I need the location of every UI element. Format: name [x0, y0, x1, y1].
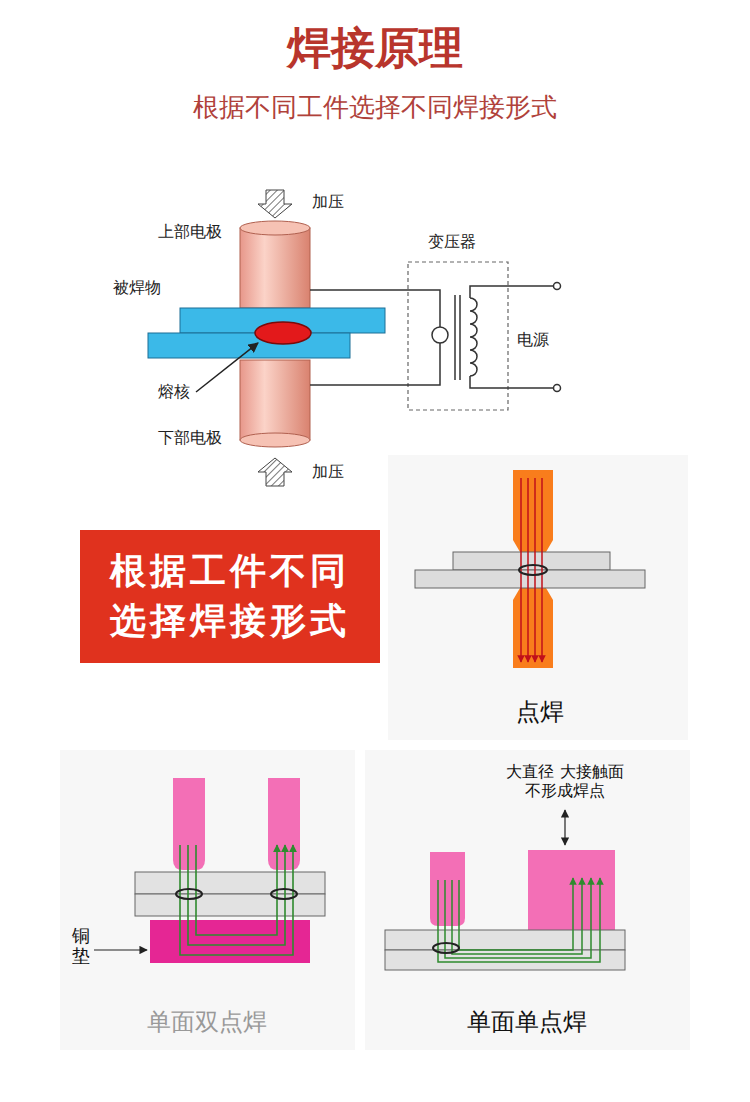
panel — [365, 750, 690, 1050]
current-line — [527, 478, 529, 662]
lower-workpiece — [148, 333, 350, 358]
part-label: 下部电极 — [158, 428, 222, 447]
secondary-wire — [310, 290, 440, 385]
panel-caption: 单面单点焊 — [467, 1008, 587, 1037]
electrode — [173, 778, 205, 870]
weld-nugget — [519, 565, 547, 575]
double-spot-figure — [60, 750, 355, 1050]
panel — [60, 750, 355, 1050]
principle-figure — [148, 190, 561, 486]
current-line — [534, 478, 536, 662]
illustration-part — [180, 845, 293, 955]
part-label: 熔核 — [158, 382, 190, 401]
part-label: 电源 — [517, 330, 549, 349]
electrode-end — [240, 433, 310, 447]
pressure-arrow — [258, 458, 292, 486]
large-electrode — [528, 850, 615, 930]
callout-note: 大直径 大接触面 不形成焊点 — [503, 762, 628, 800]
current-line — [459, 878, 573, 950]
weld-nugget — [255, 322, 311, 344]
electrode — [268, 778, 300, 870]
part-label: 加压 — [312, 192, 344, 211]
weld-nugget — [271, 889, 297, 899]
part-label: 加压 — [312, 462, 344, 481]
part-label: 铜垫 — [72, 926, 90, 966]
lower-electrode — [240, 360, 310, 440]
current-line — [452, 878, 582, 954]
current-line — [196, 845, 277, 935]
wire-loop — [432, 327, 448, 343]
plate — [385, 950, 625, 970]
electrode — [513, 588, 553, 668]
page-title: 焊接原理 — [287, 22, 463, 75]
spot-weld-figure — [388, 455, 688, 740]
weld-nugget — [433, 943, 459, 953]
current-line — [438, 878, 600, 962]
part-label: 被焊物 — [113, 278, 161, 297]
leader-line — [94, 949, 147, 950]
terminal — [554, 385, 561, 392]
panel — [388, 455, 688, 740]
plate — [385, 930, 625, 950]
terminal — [554, 283, 561, 290]
illustration-part — [438, 878, 600, 962]
plate — [453, 552, 610, 570]
illustration-part — [521, 478, 542, 662]
pressure-arrow — [258, 190, 292, 218]
single-spot-figure — [365, 750, 690, 1050]
leader-line — [196, 343, 258, 392]
current-line — [180, 845, 293, 955]
copper-pad — [150, 920, 310, 963]
weld-nugget — [176, 889, 202, 899]
core — [454, 295, 456, 380]
supply-lead — [470, 286, 553, 388]
electrode-end — [240, 221, 310, 235]
upper-electrode — [240, 228, 310, 308]
electrode — [513, 470, 553, 552]
current-line — [520, 478, 522, 662]
plate — [135, 894, 325, 916]
current-line — [445, 878, 591, 958]
box-text: 根据工件不同选择焊接形式 — [100, 546, 360, 647]
plate — [415, 570, 645, 588]
callout-arrow — [564, 810, 565, 845]
highlight-box: 根据工件不同选择焊接形式 — [80, 530, 380, 663]
panel-caption: 点焊 — [516, 698, 564, 727]
primary-coil — [470, 298, 477, 376]
panel-caption: 单面双点焊 — [147, 1008, 267, 1037]
part-label: 变压器 — [428, 232, 476, 251]
current-line — [541, 478, 543, 662]
part-label: 上部电极 — [158, 222, 222, 241]
plate — [135, 872, 325, 894]
core — [459, 295, 461, 380]
subtitle: 根据不同工件选择不同焊接形式 — [193, 92, 557, 123]
